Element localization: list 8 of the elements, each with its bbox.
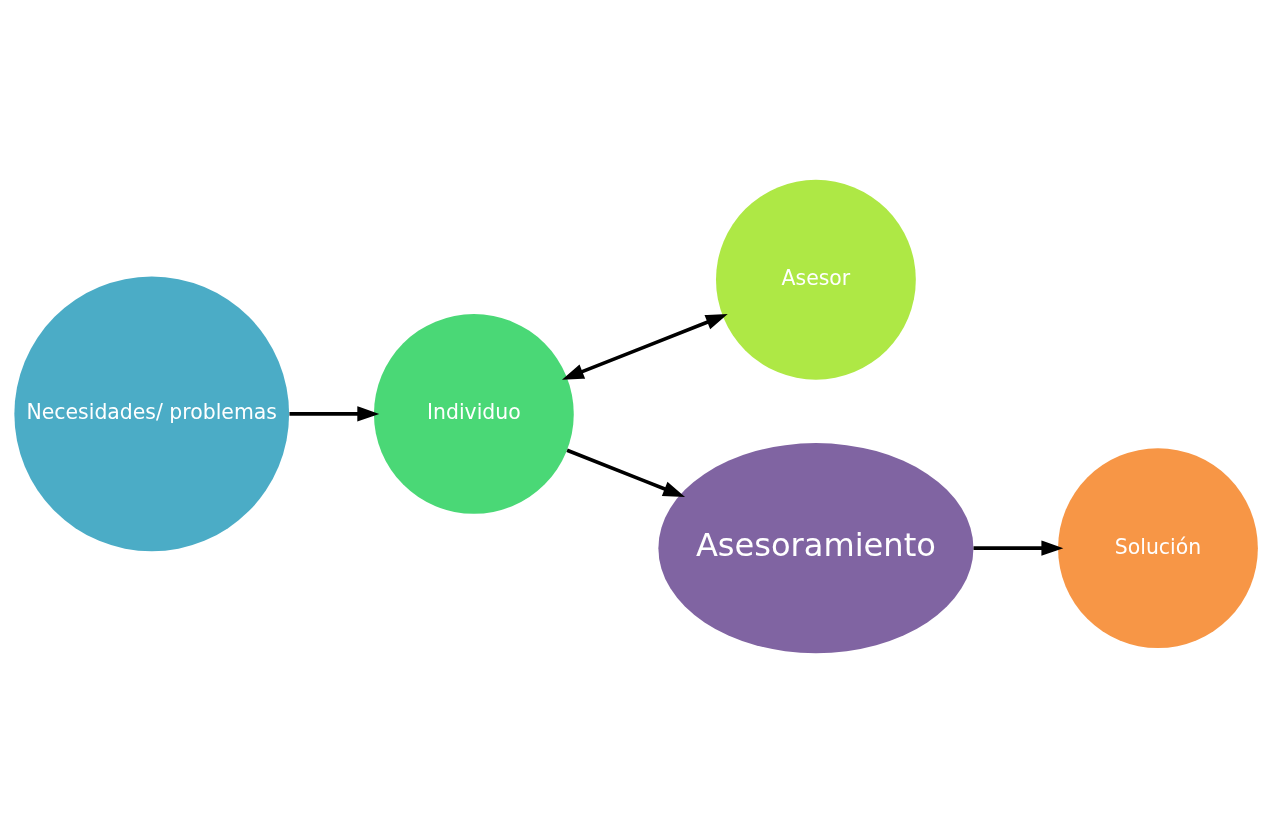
- node-circle: Individuo: [373, 314, 574, 514]
- node-circle: Asesor: [716, 179, 916, 380]
- node-circle: Necesidades/ problemas: [14, 276, 290, 552]
- arrow: [289, 406, 380, 422]
- arrow: [973, 540, 1064, 556]
- arrow: [566, 448, 686, 497]
- arrow: [561, 314, 728, 380]
- node-circle: Solución: [1058, 448, 1258, 649]
